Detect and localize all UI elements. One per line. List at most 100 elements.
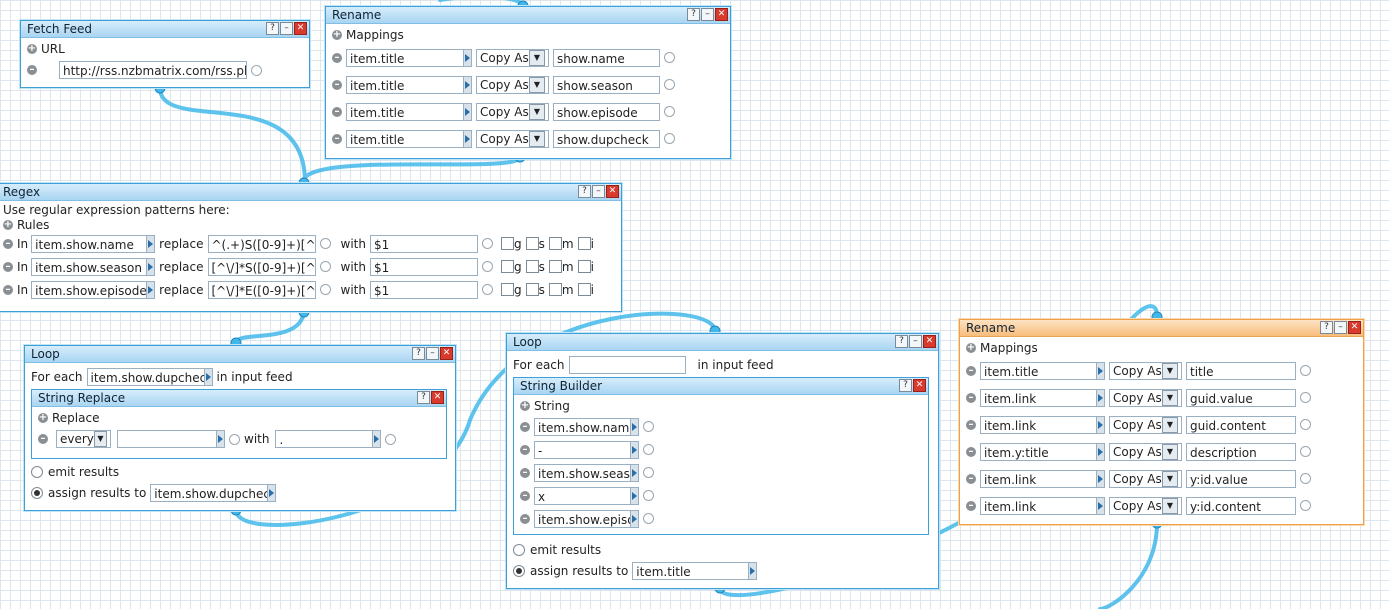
pattern-terminal[interactable] [319,284,331,295]
with-terminal[interactable] [481,261,493,272]
loop-left-titlebar[interactable]: Loop ? – ✕ [25,346,455,363]
field-picker-icon[interactable] [147,257,156,276]
emit-results-radio[interactable] [31,466,43,478]
field-picker-icon[interactable] [464,75,472,94]
mapping-terminal[interactable] [664,133,675,144]
flag-m-checkbox[interactable] [548,283,562,296]
remove-rule-icon[interactable]: – [3,238,13,249]
mapping-op-select[interactable]: Copy As▼ [476,48,549,67]
flag-g-checkbox[interactable] [500,283,514,296]
string-part-terminal[interactable] [643,444,654,455]
mapping-terminal[interactable] [664,106,675,117]
string-replace-submodule[interactable]: String Replace ? ✕ + Replace – every▼ wi… [31,389,447,459]
add-url-icon[interactable]: + [27,43,37,54]
mapping-terminal[interactable] [1300,365,1311,376]
rule-pattern-input[interactable]: ^(.+)S([0-9]+)[^\/]* [207,234,316,253]
mapping-source-field[interactable]: item.title [346,129,464,148]
mapping-target-input[interactable]: y:id.value [1186,469,1296,488]
mapping-terminal[interactable] [1300,419,1311,430]
rename-right-titlebar[interactable]: Rename ? – ✕ [960,320,1363,337]
fetch-feed-module[interactable]: Fetch Feed ? – ✕ + URL – http://rss.nzbm… [20,20,310,88]
mapping-source-field[interactable]: item.link [980,415,1097,434]
chevron-down-icon[interactable]: ▼ [1162,416,1178,433]
field-picker-icon[interactable] [749,562,758,580]
mapping-op-select[interactable]: Copy As▼ [1109,361,1182,380]
for-each-input[interactable]: item.show.dupcheck [86,368,205,386]
flag-s-checkbox[interactable] [525,260,539,273]
rule-with-input[interactable]: $1 [369,234,478,253]
rename-module-top[interactable]: Rename ? – ✕ + Mappings – item.title Cop… [325,6,731,159]
string-part-input[interactable]: item.show.episode [534,509,631,528]
field-picker-icon[interactable] [1097,442,1105,461]
rule-field-input[interactable]: item.show.episode [31,280,148,299]
mapping-source-field[interactable]: item.title [346,75,464,94]
field-picker-icon[interactable] [147,280,156,299]
minimize-icon[interactable]: – [1334,321,1347,334]
mapping-source-field[interactable]: item.link [980,469,1097,488]
field-picker-icon[interactable] [631,440,639,459]
string-replace-titlebar[interactable]: String Replace ? ✕ [32,390,446,407]
field-picker-icon[interactable] [464,102,472,121]
url-input[interactable]: http://rss.nzbmatrix.com/rss.php?c [59,61,247,79]
loop-mid-titlebar[interactable]: Loop ? – ✕ [507,334,938,351]
mapping-terminal[interactable] [1300,473,1311,484]
add-replace-icon[interactable]: + [38,412,48,423]
remove-string-icon[interactable]: – [520,444,530,455]
assign-results-input[interactable]: item.show.dupcheck [150,484,269,502]
mapping-terminal[interactable] [1300,500,1311,511]
field-picker-icon[interactable] [204,368,213,386]
help-icon[interactable]: ? [1320,321,1333,334]
field-picker-icon[interactable] [631,509,639,528]
assign-results-radio[interactable] [513,565,525,577]
chevron-down-icon[interactable]: ▼ [1162,389,1178,406]
chevron-down-icon[interactable]: ▼ [529,49,545,66]
mapping-op-select[interactable]: Copy As▼ [1109,469,1182,488]
field-picker-icon[interactable] [1097,388,1105,407]
flag-s-checkbox[interactable] [525,283,539,296]
mapping-op-select[interactable]: Copy As▼ [476,102,549,121]
close-icon[interactable]: ✕ [715,8,728,21]
rename-module-right[interactable]: Rename ? – ✕ + Mappings – item.title Cop… [959,319,1364,525]
mapping-op-select[interactable]: Copy As▼ [476,129,549,148]
field-picker-icon[interactable] [1097,496,1105,515]
rule-with-input[interactable]: $1 [369,280,478,299]
flag-m-checkbox[interactable] [548,260,562,273]
field-picker-icon[interactable] [631,463,639,482]
flag-m-checkbox[interactable] [548,237,562,250]
chevron-down-icon[interactable]: ▼ [93,431,107,447]
replace-mode-select[interactable]: every▼ [56,430,111,448]
regex-titlebar[interactable]: Regex ? – ✕ [0,184,621,201]
string-builder-titlebar[interactable]: String Builder ? ✕ [514,378,928,395]
field-picker-icon[interactable] [464,48,472,67]
remove-mapping-icon[interactable]: – [966,446,976,457]
chevron-down-icon[interactable]: ▼ [529,103,545,120]
help-icon[interactable]: ? [266,22,279,35]
rule-field-input[interactable]: item.show.season [31,257,148,276]
close-icon[interactable]: ✕ [431,391,444,404]
flag-g-checkbox[interactable] [500,260,514,273]
add-string-icon[interactable]: + [520,400,530,411]
field-picker-icon[interactable] [631,486,639,505]
regex-module[interactable]: Regex ? – ✕ Use regular expression patte… [0,183,622,312]
help-icon[interactable]: ? [687,8,700,21]
find-terminal[interactable] [229,433,240,445]
remove-mapping-icon[interactable]: – [966,473,976,484]
close-icon[interactable]: ✕ [294,22,307,35]
field-picker-icon[interactable] [147,234,156,253]
chevron-down-icon[interactable]: ▼ [529,76,545,93]
string-part-terminal[interactable] [643,421,654,432]
mapping-source-field[interactable]: item.title [346,48,464,67]
remove-string-icon[interactable]: – [520,467,530,478]
remove-rule-icon[interactable]: – [3,284,13,295]
string-builder-submodule[interactable]: String Builder ? ✕ + String – item.show.… [513,377,929,535]
minimize-icon[interactable]: – [909,335,922,348]
with-terminal[interactable] [385,433,397,445]
remove-mapping-icon[interactable]: – [966,500,976,511]
pattern-terminal[interactable] [319,238,331,249]
help-icon[interactable]: ? [578,185,591,198]
assign-results-radio[interactable] [31,487,43,499]
close-icon[interactable]: ✕ [913,379,926,392]
string-part-terminal[interactable] [643,513,654,524]
help-icon[interactable]: ? [899,379,912,392]
field-picker-icon[interactable] [268,484,277,502]
